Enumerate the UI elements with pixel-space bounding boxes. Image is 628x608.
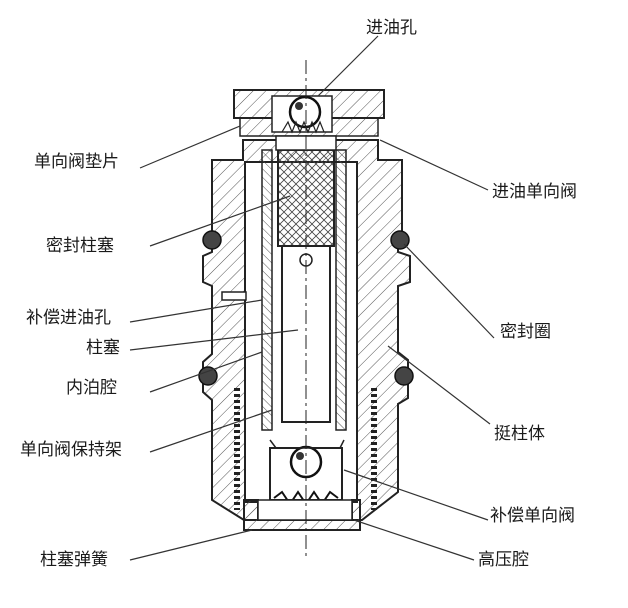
label-high-pressure-chamber: 高压腔 [478, 550, 529, 570]
label-check-valve-gasket: 单向阀垫片 [34, 152, 119, 172]
label-sealed-plunger: 密封柱塞 [46, 236, 114, 256]
label-compensation-inlet-hole: 补偿进油孔 [26, 308, 111, 328]
inlet-check-ball [288, 95, 322, 129]
seal-ring-left-lower [198, 366, 218, 386]
label-plunger-spring: 柱塞弹簧 [40, 550, 108, 570]
leader-lines [129, 35, 495, 561]
label-oil-inlet-hole: 进油孔 [366, 18, 417, 38]
label-tappet-body: 挺柱体 [494, 424, 545, 444]
label-compensation-check-valve: 补偿单向阀 [490, 506, 575, 526]
label-seal-ring: 密封圈 [500, 322, 551, 342]
label-inner-cavity: 内泊腔 [66, 378, 117, 398]
label-plunger: 柱塞 [86, 338, 120, 358]
seal-ring-right-lower [394, 366, 414, 386]
label-check-valve-retainer: 单向阀保持架 [20, 440, 122, 460]
seal-ring-left-upper [202, 230, 222, 250]
label-inlet-check-valve: 进油单向阀 [492, 182, 577, 202]
